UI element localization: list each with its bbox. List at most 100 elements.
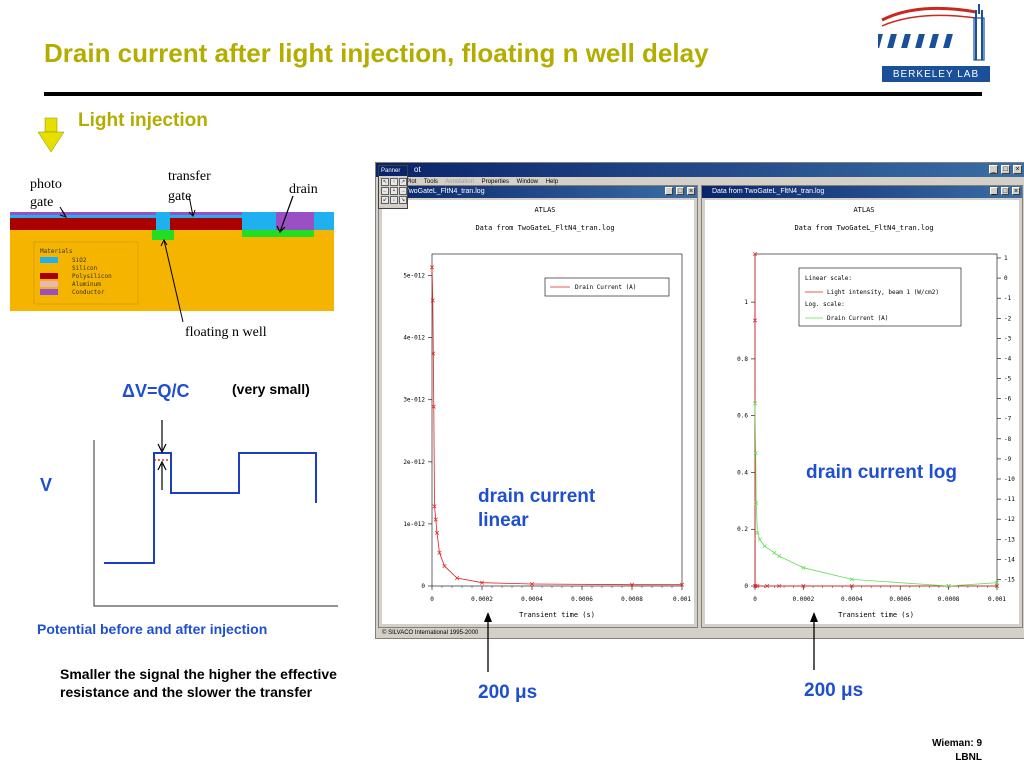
- data-point: [629, 582, 635, 587]
- pan-center-icon[interactable]: •: [390, 187, 398, 195]
- menu-bar: Plot Tools Annotation Properties Window …: [376, 177, 1024, 187]
- time-arrows: [484, 612, 818, 672]
- chart-title: ATLAS: [853, 206, 874, 214]
- material-name: Aluminum: [72, 280, 101, 288]
- menu-window[interactable]: Window: [516, 179, 539, 185]
- y2-tick-label: 0: [1004, 275, 1008, 282]
- x-tick-label: 0: [430, 596, 434, 603]
- data-point: [772, 550, 777, 555]
- log-window-title: Data from TwoGateL_FltN4_tran.log: [702, 186, 1022, 198]
- y-tick-label: 1: [744, 299, 748, 306]
- data-point: [479, 580, 485, 585]
- berkeley-lab-logo: BERKELEY LAB: [873, 0, 996, 90]
- drain-label: drain: [289, 182, 318, 197]
- y-tick-label: 2e-012: [403, 459, 425, 466]
- linear-maximize-button[interactable]: □: [676, 187, 684, 195]
- data-point: [434, 530, 440, 535]
- data-point: [757, 537, 762, 542]
- pan-up-left-icon[interactable]: ↖: [381, 178, 389, 186]
- panner-title: Panner: [379, 166, 407, 176]
- pan-up-right-icon[interactable]: ↗: [399, 178, 407, 186]
- minimize-button[interactable]: _: [989, 165, 998, 174]
- window-title-bar[interactable]: ot: [376, 163, 1024, 177]
- material-name: Silicon: [72, 264, 98, 272]
- material-swatch: [40, 257, 58, 263]
- data-point: [849, 577, 854, 582]
- y2-tick-label: -8: [1004, 436, 1012, 443]
- log-close-button[interactable]: ×: [1012, 187, 1020, 195]
- pan-down-left-icon[interactable]: ↙: [381, 196, 389, 204]
- logo-text: BERKELEY LAB: [892, 69, 980, 80]
- data-point: [777, 554, 782, 559]
- data-point: [754, 500, 759, 506]
- menu-annotation[interactable]: Annotation: [445, 179, 474, 185]
- x-axis-label: Transient time (s): [519, 611, 595, 619]
- pan-left-icon[interactable]: ←: [381, 187, 389, 195]
- y2-tick-label: -3: [1004, 335, 1012, 342]
- material-swatch: [40, 273, 58, 279]
- menu-tools[interactable]: Tools: [423, 179, 438, 185]
- atlas-plot-window[interactable]: ot _ □ × Plot Tools Annotation Propertie…: [375, 162, 1024, 639]
- material-name: Conductor: [72, 288, 105, 296]
- y-tick-label: 4e-012: [403, 335, 425, 342]
- y-tick-label: 0.8: [737, 356, 748, 363]
- pan-right-icon[interactable]: →: [399, 187, 407, 195]
- potential-plot: [93, 420, 338, 607]
- menu-plot[interactable]: Plot: [406, 179, 417, 185]
- data-point: [679, 582, 685, 587]
- data-point: [529, 581, 535, 587]
- x-tick-label: 0.001: [988, 596, 1006, 603]
- window-title: ot: [414, 165, 421, 174]
- y-tick-label: 0.2: [737, 526, 748, 533]
- legend-label: Drain Current (A): [827, 315, 888, 322]
- footer-page: Wieman: 9: [932, 738, 982, 749]
- panner-grid: ↖ ↑ ↗ ← • → ↙ ↓ ↘: [379, 176, 407, 206]
- data-point: [801, 565, 806, 570]
- y2-tick-label: -7: [1004, 416, 1012, 423]
- status-bar: © SILVACO International 1995-2000: [376, 628, 1024, 638]
- title-rule: [44, 92, 982, 96]
- close-button[interactable]: ×: [1013, 165, 1022, 174]
- legend-heading: Log. scale:: [805, 301, 845, 308]
- linear-plot-window[interactable]: from TwoGateL_FltN4_tran.log _ □ × ATLAS…: [378, 185, 698, 628]
- data-point: [755, 583, 760, 589]
- maximize-button[interactable]: □: [1001, 165, 1010, 174]
- data-point: [433, 517, 438, 522]
- data-point: [994, 583, 1000, 589]
- panner-palette[interactable]: Panner ↖ ↑ ↗ ← • → ↙ ↓ ↘: [378, 165, 408, 209]
- log-maximize-button[interactable]: □: [1001, 187, 1009, 195]
- menu-properties[interactable]: Properties: [481, 179, 509, 185]
- menu-help[interactable]: Help: [545, 179, 559, 185]
- legend-box: [798, 267, 962, 327]
- material-row: Polysilicon: [40, 272, 112, 280]
- data-point: [430, 298, 435, 303]
- device-cross-section: [10, 212, 334, 311]
- series-line: [754, 403, 998, 587]
- y-tick-label: 0.4: [737, 469, 748, 476]
- down-arrow-icon: [37, 117, 65, 153]
- log-plot-window[interactable]: Data from TwoGateL_FltN4_tran.log _ □ × …: [701, 185, 1023, 628]
- data-point: [755, 530, 760, 535]
- material-name: SiO2: [72, 256, 87, 264]
- material-row: Aluminum: [40, 280, 112, 288]
- linear-minimize-button[interactable]: _: [665, 187, 673, 195]
- pan-up-icon[interactable]: ↑: [390, 178, 398, 186]
- data-point: [454, 575, 460, 581]
- log-minimize-button[interactable]: _: [990, 187, 998, 195]
- linear-window-title: from TwoGateL_FltN4_tran.log: [379, 186, 697, 198]
- pan-down-right-icon[interactable]: ↘: [399, 196, 407, 204]
- y2-tick-label: -14: [1004, 556, 1015, 563]
- y2-tick-label: 1: [1004, 255, 1008, 262]
- potential-caption: Potential before and after injection: [37, 621, 268, 637]
- data-point: [849, 583, 854, 589]
- y-tick-label: 3e-012: [403, 397, 425, 404]
- linear-close-button[interactable]: ×: [687, 187, 695, 195]
- transfer-gate-label: transfer gate: [168, 169, 211, 204]
- data-point: [752, 401, 758, 406]
- data-point: [752, 251, 758, 257]
- material-row: SiO2: [40, 256, 112, 264]
- pan-down-icon[interactable]: ↓: [390, 196, 398, 204]
